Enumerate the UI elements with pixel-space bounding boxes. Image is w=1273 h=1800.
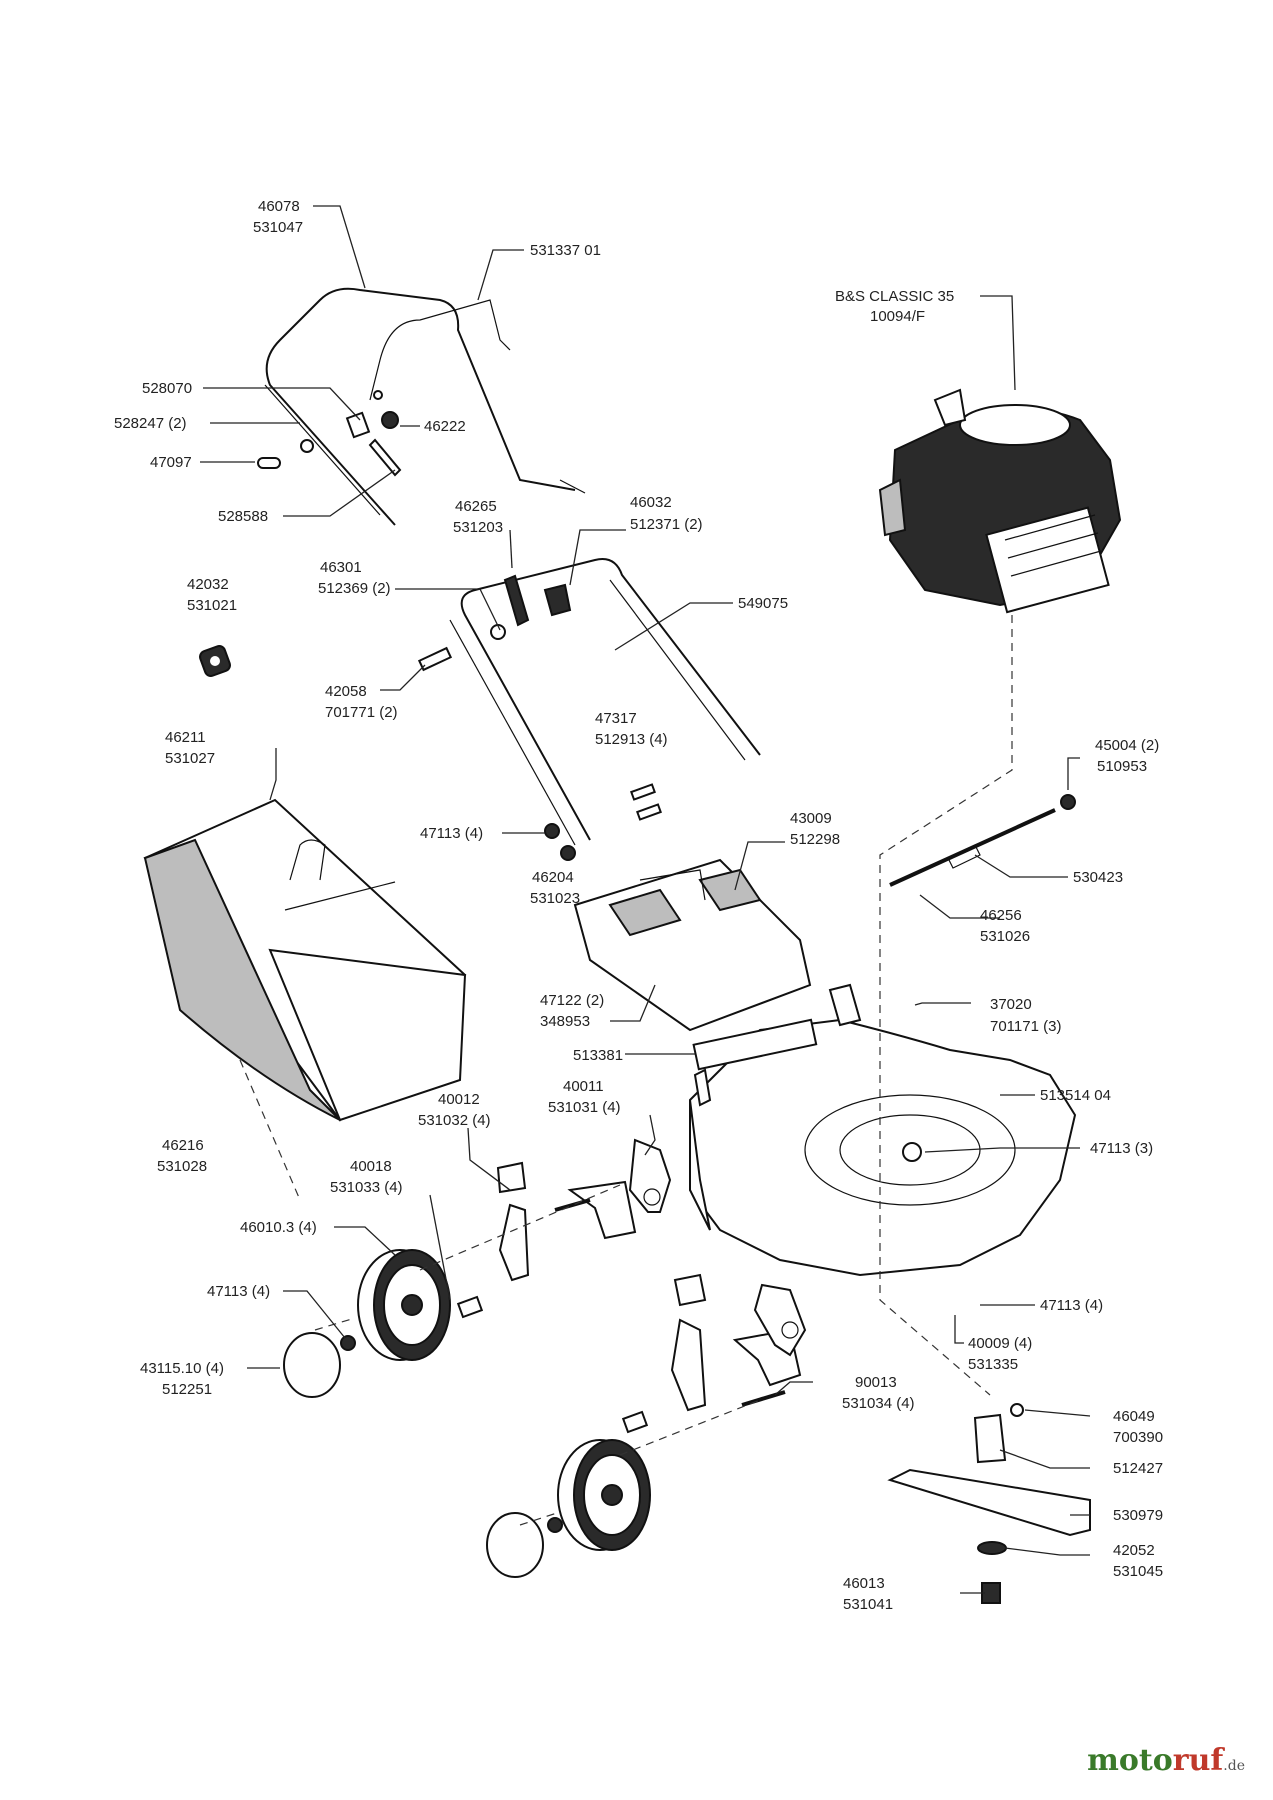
label-531023: 531023 (530, 890, 580, 907)
grass-catcher-part (143, 798, 467, 1122)
bolts-part (417, 646, 662, 861)
label-531032: 531032 (4) (418, 1112, 491, 1129)
label-512913: 512913 (4) (595, 731, 668, 748)
upper-handle-part (264, 287, 586, 526)
axle-spring-part (889, 794, 1076, 887)
label-531027: 531027 (165, 750, 215, 767)
label-40012: 40012 (438, 1091, 480, 1108)
label-46049: 46049 (1113, 1408, 1155, 1425)
label-46216: 46216 (162, 1137, 204, 1154)
blade-assembly-part (887, 1403, 1091, 1604)
label-701771: 701771 (2) (325, 704, 398, 721)
height-adjuster-upper-part (496, 1138, 672, 1282)
label-531026: 531026 (980, 928, 1030, 945)
knob-part (199, 645, 231, 677)
label-528588: 528588 (218, 508, 268, 525)
label-40011: 40011 (563, 1078, 604, 1095)
height-adjuster-lower-part (621, 1273, 807, 1434)
label-10094f: 10094/F (870, 308, 925, 325)
label-531337-01: 531337 01 (530, 242, 601, 259)
label-46301: 46301 (320, 559, 362, 576)
label-510953: 510953 (1097, 758, 1147, 775)
label-512251: 512251 (162, 1381, 212, 1398)
watermark-ruf: ruf (1172, 1743, 1224, 1778)
label-512369: 512369 (2) (318, 580, 391, 597)
wheel-lower-part (486, 1439, 651, 1578)
label-528070: 528070 (142, 380, 192, 397)
label-531045: 531045 (1113, 1563, 1163, 1580)
label-531034: 531034 (4) (842, 1395, 915, 1412)
label-531041: 531041 (843, 1596, 893, 1613)
label-513381: 513381 (573, 1047, 623, 1064)
label-43115-10: 43115.10 (4) (140, 1360, 224, 1377)
rear-flap-part (573, 858, 812, 1032)
label-47122: 47122 (2) (540, 992, 604, 1009)
label-46010-3: 46010.3 (4) (240, 1219, 317, 1236)
watermark-moto: moto (1087, 1743, 1173, 1778)
label-531033: 531033 (4) (330, 1179, 403, 1196)
wheel-upper-part (283, 1249, 484, 1398)
engine-part (878, 388, 1122, 614)
hubcap-dashed-upper (314, 1317, 356, 1331)
label-531028: 531028 (157, 1158, 207, 1175)
label-90013: 90013 (855, 1374, 897, 1391)
deck-part (689, 983, 1077, 1277)
leader-lines (200, 205, 1091, 1594)
engine-axis-dashed (879, 615, 1013, 1396)
label-46211: 46211 (165, 729, 206, 746)
label-40009: 40009 (4) (968, 1335, 1032, 1352)
label-47113-a: 47113 (4) (420, 825, 483, 842)
cable-part (369, 299, 511, 401)
label-46222: 46222 (424, 418, 466, 435)
lower-handle-part (449, 558, 761, 846)
label-46032: 46032 (630, 494, 672, 511)
wheel-axle-dashed-lower (619, 1399, 761, 1456)
watermark-logo: motoruf.de (1087, 1743, 1245, 1778)
label-47113-d: 47113 (4) (1040, 1297, 1103, 1314)
label-512371: 512371 (2) (630, 516, 703, 533)
label-43009: 43009 (790, 810, 832, 827)
label-531031: 531031 (4) (548, 1099, 621, 1116)
label-348953: 348953 (540, 1013, 590, 1030)
label-512298: 512298 (790, 831, 840, 848)
part-labels: 46078 531047 531337 01 B&S CLASSIC 35 10… (114, 198, 1163, 1613)
label-42052: 42052 (1113, 1542, 1155, 1559)
label-42032: 42032 (187, 576, 229, 593)
label-701171: 701171 (3) (990, 1018, 1061, 1035)
label-530423: 530423 (1073, 869, 1123, 886)
label-700390: 700390 (1113, 1429, 1163, 1446)
label-528247: 528247 (2) (114, 415, 187, 432)
label-512427: 512427 (1113, 1460, 1163, 1477)
label-531021: 531021 (187, 597, 237, 614)
label-46256: 46256 (980, 907, 1022, 924)
label-bs-classic-35: B&S CLASSIC 35 (835, 288, 954, 305)
label-46013: 46013 (843, 1575, 885, 1592)
label-47097: 47097 (150, 454, 192, 471)
label-531047: 531047 (253, 219, 303, 236)
label-531203: 531203 (453, 519, 503, 536)
label-47113-c: 47113 (4) (207, 1283, 270, 1300)
upper-handle-fittings (257, 411, 402, 477)
label-530979: 530979 (1113, 1507, 1163, 1524)
label-37020: 37020 (990, 996, 1032, 1013)
label-549075: 549075 (738, 595, 788, 612)
label-531335: 531335 (968, 1356, 1018, 1373)
label-42058: 42058 (325, 683, 367, 700)
label-46078: 46078 (258, 198, 300, 215)
label-46204: 46204 (532, 869, 574, 886)
label-513514-04: 513514 04 (1040, 1087, 1111, 1104)
label-40018: 40018 (350, 1158, 392, 1175)
label-45004: 45004 (2) (1095, 737, 1159, 754)
hubcap-dashed-lower (519, 1511, 561, 1526)
label-47317: 47317 (595, 710, 637, 727)
label-47113-b: 47113 (3) (1090, 1140, 1153, 1157)
watermark-tld: .de (1223, 1758, 1245, 1774)
catcher-dashed-leader (239, 1059, 301, 1201)
label-46265: 46265 (455, 498, 497, 515)
